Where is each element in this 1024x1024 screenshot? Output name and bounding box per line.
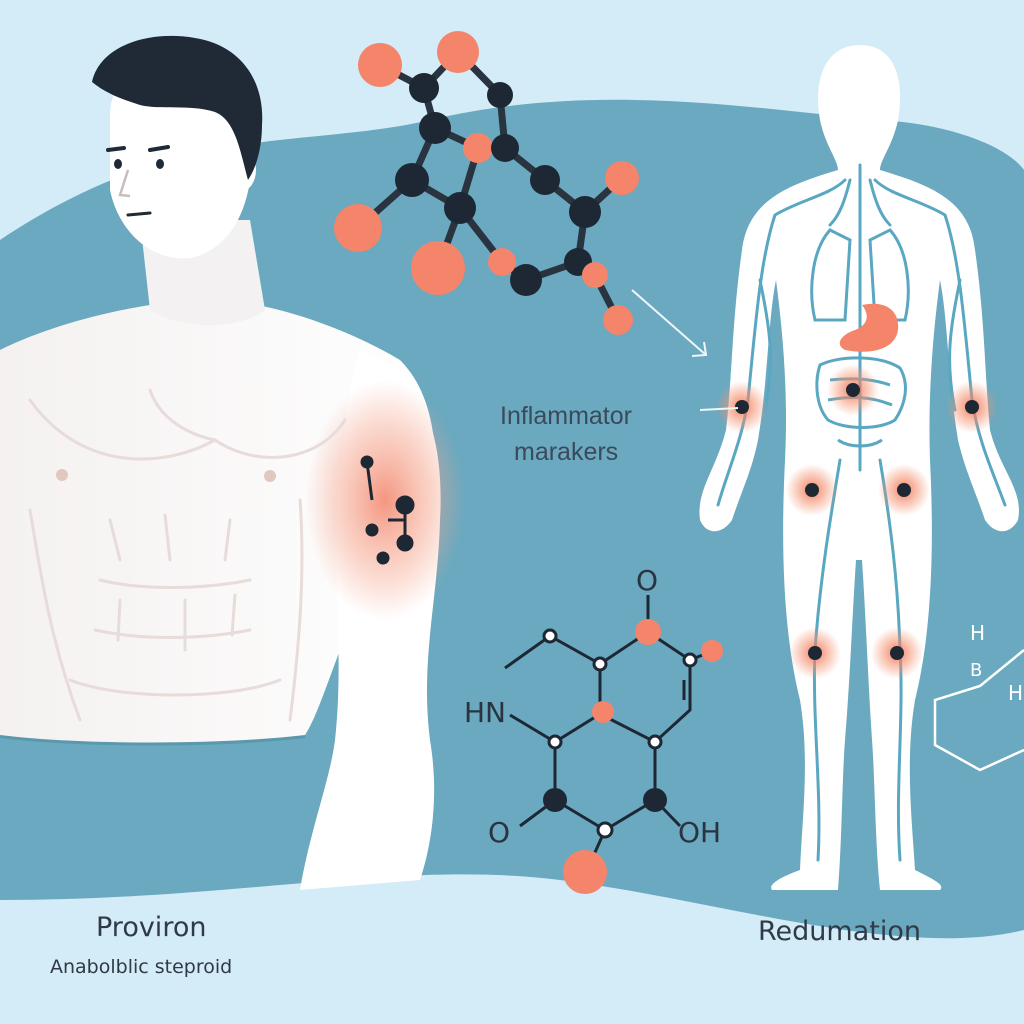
pointer-arrow	[631, 289, 708, 357]
atom-h-upper: H	[970, 621, 985, 645]
atom-o-top: O	[636, 564, 658, 597]
hexagon-fragment: H B H	[933, 621, 1024, 772]
hair	[92, 35, 263, 181]
atom-h-lower: H	[1008, 681, 1023, 705]
product-name: Proviron	[96, 912, 207, 943]
inflammation-label-line1: Inflammator	[500, 402, 632, 430]
anatomy-figure	[699, 45, 1019, 890]
stomach	[839, 303, 899, 352]
structural-formula: O HN O OH	[464, 564, 723, 894]
atom-o-bottom: O	[488, 816, 510, 849]
inflammation-label-line2: marakers	[514, 438, 619, 466]
atom-b: B	[970, 660, 982, 681]
inflammation-label: Inflammator marakers	[500, 398, 632, 470]
ball-stick-molecule	[334, 31, 639, 335]
arm-inflammation	[305, 380, 465, 620]
atom-oh: OH	[678, 816, 721, 849]
product-subtitle: Anabolblic steproid	[50, 956, 233, 978]
inflamed-joints	[716, 364, 998, 679]
inflammation-pointer	[699, 407, 739, 411]
arm-molecule	[360, 455, 415, 565]
shorts	[0, 735, 310, 874]
body-label: Redumation	[758, 916, 921, 947]
atom-hn: HN	[464, 696, 506, 729]
man-figure	[0, 35, 465, 890]
